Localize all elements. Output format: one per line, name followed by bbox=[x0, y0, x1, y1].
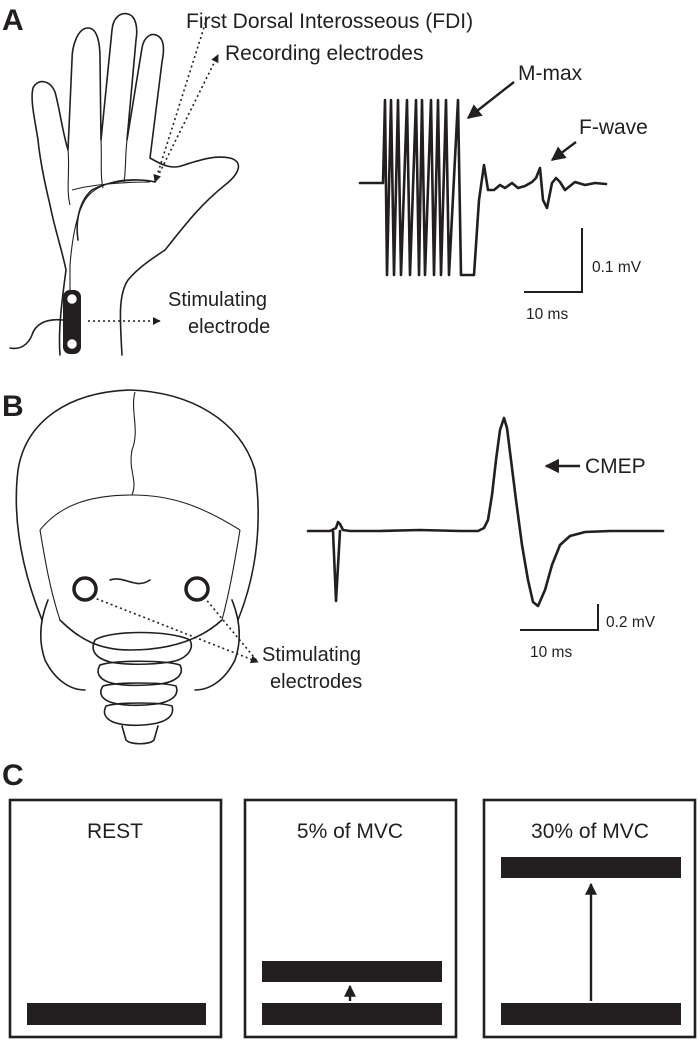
recording-leader-line bbox=[154, 54, 219, 183]
recording-electrodes-label: Recording electrodes bbox=[225, 42, 423, 65]
cmep-trace bbox=[306, 416, 665, 608]
time-scale-b: 10 ms bbox=[530, 644, 572, 661]
mvc5-condition-box: 5% of MVC bbox=[243, 798, 458, 1039]
stimulating-electrode bbox=[63, 290, 81, 354]
mwave-fwave-trace bbox=[358, 98, 608, 277]
mvc5-target-bar bbox=[262, 961, 442, 982]
fwave-label: F-wave bbox=[579, 116, 648, 139]
scale-bar-a bbox=[524, 228, 583, 293]
mvc30-condition-box: 30% of MVC bbox=[482, 798, 697, 1039]
mmax-label: M-max bbox=[518, 62, 583, 85]
stimulating-electrode-label-1: Stimulating bbox=[168, 289, 267, 311]
cmep-label: CMEP bbox=[585, 455, 646, 478]
mvc30-target-bar bbox=[501, 857, 681, 878]
panel-b: B Stimulating electrodes bbox=[2, 389, 665, 745]
voltage-scale-b: 0.2 mV bbox=[606, 614, 656, 631]
rest-label: REST bbox=[87, 820, 143, 843]
panel-a: A First Dorsal Interosseous (FDI) Record… bbox=[2, 4, 648, 356]
fdi-label: First Dorsal Interosseous (FDI) bbox=[186, 10, 473, 33]
mmax-arrow bbox=[466, 81, 515, 119]
stimulating-electrodes-label-1: Stimulating bbox=[262, 644, 361, 666]
mvc5-baseline-bar bbox=[262, 1003, 442, 1025]
scale-bar-b bbox=[520, 604, 599, 631]
stimulating-electrodes-label-2: electrodes bbox=[270, 671, 362, 693]
voltage-scale-a: 0.1 mV bbox=[592, 259, 642, 276]
stimulating-electrode-label-2: electrode bbox=[188, 316, 270, 338]
rest-baseline-bar bbox=[27, 1003, 206, 1025]
time-scale-a: 10 ms bbox=[526, 306, 568, 323]
mvc30-baseline-bar bbox=[501, 1003, 681, 1025]
left-mastoid-electrode bbox=[72, 576, 98, 602]
hand-illustration bbox=[9, 12, 240, 356]
mvc30-label: 30% of MVC bbox=[531, 820, 649, 843]
right-mastoid-electrode bbox=[184, 576, 210, 602]
rest-condition-box: REST bbox=[8, 798, 223, 1039]
panel-a-letter: A bbox=[2, 4, 24, 37]
fwave-arrow bbox=[550, 141, 577, 161]
fdi-leader-line bbox=[153, 17, 208, 183]
mvc5-label: 5% of MVC bbox=[297, 820, 403, 843]
stim-leader-right bbox=[203, 596, 259, 663]
panel-c: C REST 5% of MVC 30% of MVC bbox=[2, 759, 697, 1039]
panel-c-letter: C bbox=[2, 759, 24, 792]
stim-leader-left bbox=[91, 596, 259, 664]
panel-b-letter: B bbox=[2, 390, 24, 423]
skull-illustration bbox=[15, 389, 259, 745]
